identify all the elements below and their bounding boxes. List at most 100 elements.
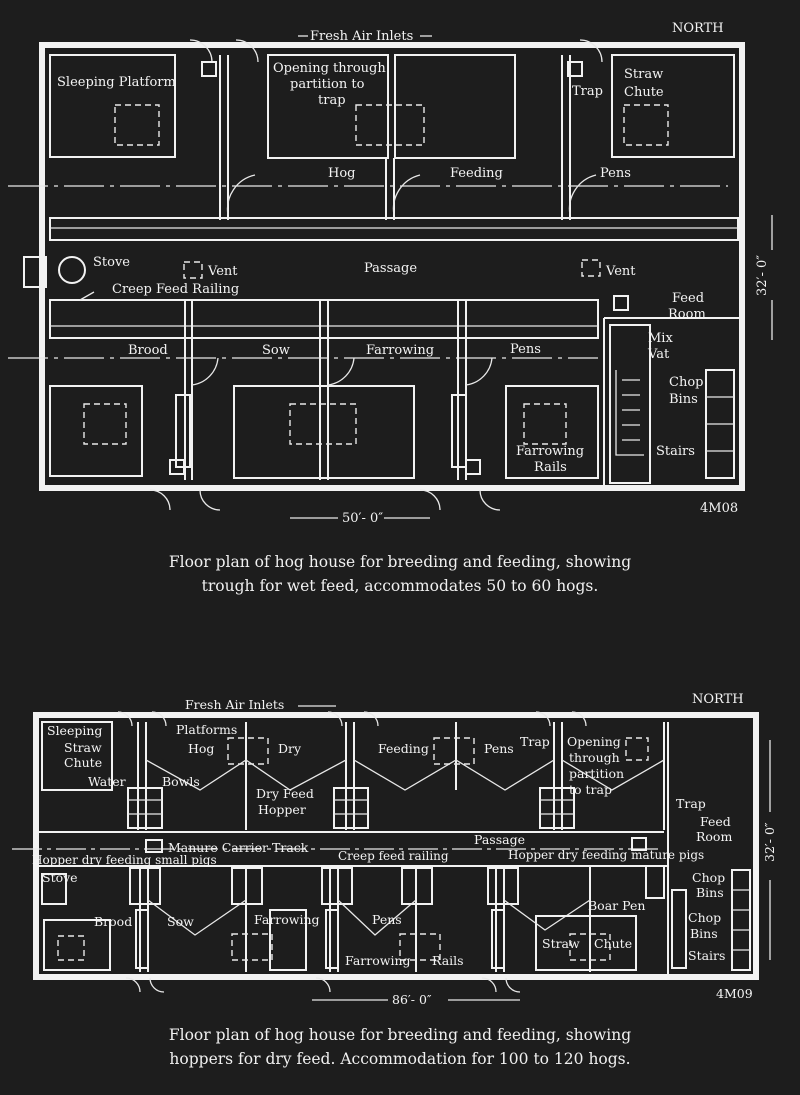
platform-outline (523, 403, 567, 445)
width-dimension: 50′- 0″ (342, 511, 383, 526)
platform-outline (231, 933, 273, 961)
pen-slope (147, 899, 247, 936)
bins-label: Bins (669, 392, 698, 407)
hopper-small-pigs (129, 867, 161, 905)
gate-swing (392, 174, 421, 216)
door-swing (235, 39, 259, 63)
room-label: Room (668, 307, 706, 322)
vent-icon (581, 259, 601, 277)
chop-label: Chop (692, 870, 725, 885)
depth-dimension-plan2: 32′- 0″ (762, 822, 777, 862)
chute-box (613, 295, 629, 311)
pen-slope (503, 899, 591, 931)
door-swing (363, 711, 379, 727)
sleeping-platform-label: Sleeping Platform (57, 75, 176, 90)
pen-slope (561, 759, 665, 791)
pens-label: Pens (372, 912, 402, 927)
sow-label: Sow (167, 914, 194, 929)
farrowing-rail (135, 909, 149, 969)
door-swing (479, 489, 501, 511)
partition-label: partition (569, 766, 624, 781)
pen-wall (269, 909, 307, 971)
room-label: Room (696, 829, 732, 844)
sow-label: Sow (262, 343, 290, 358)
drawing-code-plan2: 4M09 (716, 986, 753, 1001)
wet-feed-trough (49, 217, 739, 241)
farrowing-rail (491, 909, 505, 969)
hopper-small-pigs (321, 867, 353, 905)
pen-wall (394, 54, 516, 159)
stairs-label: Stairs (656, 444, 695, 459)
farrowing-rail (451, 394, 467, 468)
opening-label: trap (318, 93, 346, 108)
platform-outline (399, 933, 441, 961)
pens-label: Pens (484, 741, 514, 756)
to-trap-label: to trap (569, 782, 612, 797)
vat-label: Vat (647, 347, 670, 362)
trap-label: Trap (676, 796, 706, 811)
vent-icon (183, 261, 203, 279)
pen-slope (337, 899, 417, 936)
pen-wall (267, 54, 389, 159)
caption-line: Floor plan of hog house for breeding and… (168, 553, 632, 571)
chute-label: Chute (624, 85, 664, 100)
farrowing-rail (175, 394, 191, 468)
pen-wall (43, 919, 111, 971)
trap-label: Trap (572, 84, 603, 99)
platform-outline (57, 935, 85, 961)
north-label: NORTH (672, 21, 724, 36)
platform-outline (623, 104, 669, 146)
hopper-small-pigs (231, 867, 263, 905)
vent-label: Vent (207, 264, 238, 279)
fresh-air-inlets-label: Fresh Air Inlets (310, 29, 413, 44)
caption-line: hoppers for dry feed. Accommodation for … (169, 1050, 631, 1068)
hog-label: Hog (188, 741, 214, 756)
outer-wall-plan2 (33, 712, 759, 980)
platform-outline (289, 403, 357, 445)
platform-outline (569, 933, 611, 961)
platforms-label: Platforms (176, 722, 237, 737)
north-label-plan2: NORTH (692, 692, 744, 707)
stairs-label: Stairs (688, 948, 725, 963)
gate-swing (465, 357, 493, 386)
straw-label: Straw (64, 740, 102, 755)
brood-label: Brood (94, 914, 132, 929)
door-swing (327, 711, 343, 727)
door-swing (149, 977, 165, 993)
gate-swing (226, 174, 256, 216)
pen-slope (145, 759, 247, 791)
dry-feed-hopper (333, 787, 369, 829)
bins-label: Bins (690, 926, 718, 941)
width-dimension-plan2: 86′- 0″ (392, 992, 432, 1007)
rails-label: Rails (432, 953, 464, 968)
inlet-box (465, 459, 481, 475)
door-swing (481, 977, 497, 993)
door-swing (571, 711, 587, 727)
stove-label: Stove (42, 870, 78, 885)
caption-line: Floor plan of hog house for breeding and… (168, 1026, 632, 1044)
chute-label: Chute (64, 755, 102, 770)
gate-swing (327, 357, 355, 386)
chop-bins (671, 889, 687, 969)
hopper-mature-pigs-label: Hopper dry feeding mature pigs (508, 848, 704, 862)
door-swing (189, 39, 213, 63)
stairs-icon (731, 869, 751, 971)
door-swing (151, 711, 167, 727)
creep-feed-railing-label: Creep Feed Railing (112, 282, 239, 297)
inlet-box (631, 837, 647, 851)
depth-dimension: 32′- 0″ (755, 255, 770, 296)
drawing-code: 4M08 (700, 501, 738, 516)
dry-label: Dry (278, 741, 302, 756)
bowls-label: Bowls (162, 774, 200, 789)
pens-label: Pens (510, 342, 541, 357)
outer-wall (39, 42, 745, 491)
manure-carrier-track-label: Manure Carrier Track (168, 840, 309, 855)
hopper-mature-pigs (645, 865, 665, 899)
door-swing (579, 39, 603, 63)
inlet-box (169, 459, 185, 475)
dry-feed-hopper (539, 787, 575, 829)
boar-pen-straw-chute (535, 915, 637, 971)
stove-label: Stove (93, 255, 130, 270)
leader-line (79, 291, 95, 301)
door-swing (419, 489, 441, 511)
